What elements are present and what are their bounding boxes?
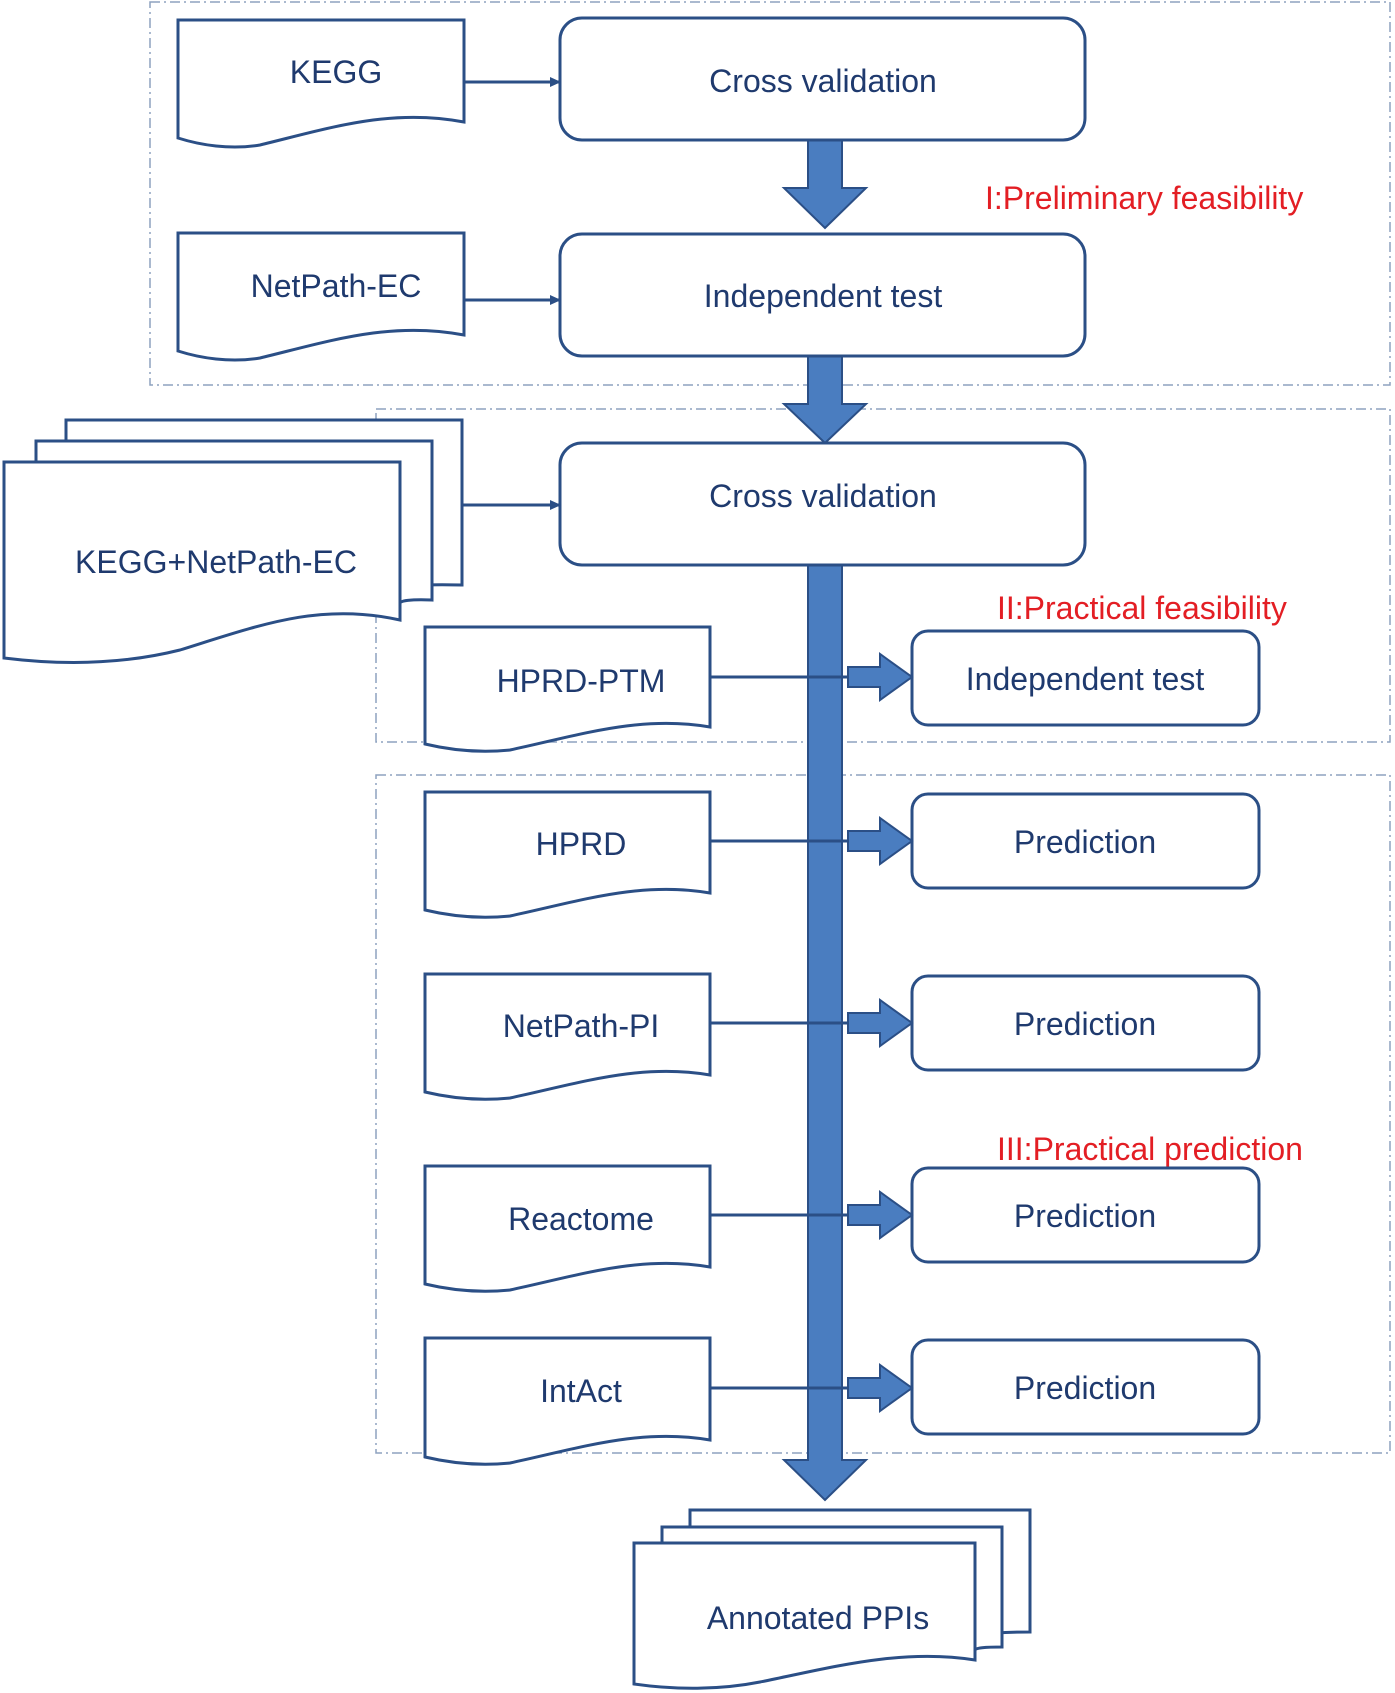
connector-intact <box>710 1363 914 1413</box>
source-netpath-pi-label: NetPath-PI <box>503 1008 660 1044</box>
source-hprd-ptm-label: HPRD-PTM <box>497 663 666 699</box>
process-prediction-2-label: Prediction <box>1014 1006 1156 1042</box>
process-cross-validation-1-label: Cross validation <box>709 63 937 99</box>
source-intact <box>423 1336 712 1466</box>
source-netpath-ec-label: NetPath-EC <box>251 268 422 304</box>
phase2-label: II:Practical feasibility <box>997 590 1287 626</box>
process-prediction-3-label: Prediction <box>1014 1198 1156 1234</box>
source-intact-label: IntAct <box>540 1373 622 1409</box>
source-kegg-label: KEGG <box>290 54 382 90</box>
source-kegg <box>176 18 466 149</box>
process-independent-test-1-label: Independent test <box>704 278 943 314</box>
source-kegg-netpath-ec <box>2 460 402 665</box>
process-independent-test-2-label: Independent test <box>966 661 1205 697</box>
phase3-region <box>375 774 1391 1454</box>
source-netpath-ec <box>176 231 466 362</box>
flow-arrow-2 <box>781 355 869 445</box>
output-annotated-ppis-label: Annotated PPIs <box>707 1600 929 1636</box>
phase1-region <box>149 1 1391 386</box>
source-kegg-netpath-ec-label: KEGG+NetPath-EC <box>75 544 357 580</box>
process-prediction-4-label: Prediction <box>1014 1370 1156 1406</box>
process-cross-validation-2-label: Cross validation <box>709 478 937 514</box>
connector-netpath-pi <box>710 998 914 1048</box>
flow-arrow-1 <box>781 139 869 230</box>
process-prediction-1-label: Prediction <box>1014 824 1156 860</box>
flow-arrow-main <box>781 563 869 1502</box>
phase3-label: III:Practical prediction <box>997 1131 1303 1167</box>
source-netpath-pi <box>423 972 712 1101</box>
source-reactome-label: Reactome <box>508 1201 654 1237</box>
source-hprd <box>423 790 712 919</box>
source-hprd-ptm <box>423 625 712 753</box>
phase1-label: I:Preliminary feasibility <box>985 180 1303 216</box>
connector-reactome <box>710 1190 914 1240</box>
source-hprd-label: HPRD <box>536 826 627 862</box>
source-reactome <box>423 1164 712 1293</box>
connector-hprd-ptm <box>710 652 914 702</box>
connector-hprd <box>710 816 914 866</box>
output-annotated-ppis <box>632 1541 977 1690</box>
